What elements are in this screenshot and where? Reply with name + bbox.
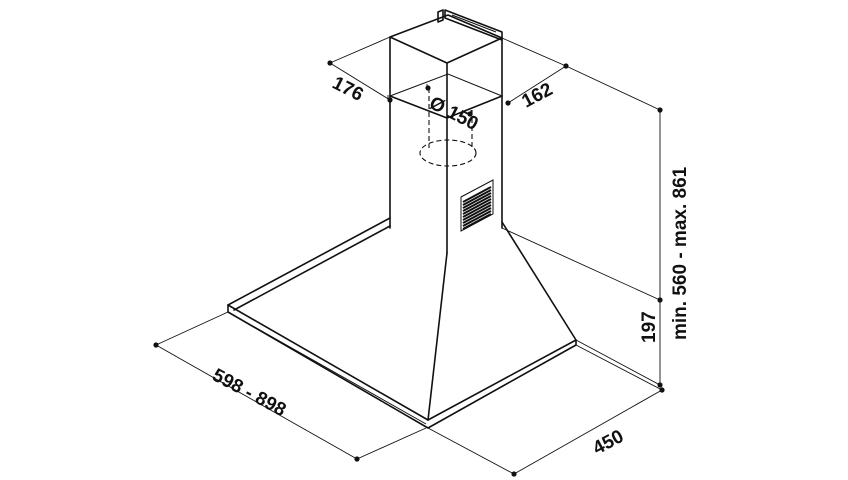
dim-162-line xyxy=(507,65,567,104)
dim-width-ext-left xyxy=(155,311,229,346)
dim-depth-line xyxy=(513,389,663,475)
grille-slat xyxy=(462,198,492,215)
grille-slat xyxy=(462,201,492,218)
dim-depth-ext-left xyxy=(427,427,515,475)
bracket-slot xyxy=(451,14,497,33)
dim-height-end-bottom xyxy=(657,382,663,388)
dim-176-end-a xyxy=(327,60,333,66)
grille-slat xyxy=(462,189,492,206)
label-canopy-height: 197 xyxy=(639,311,660,343)
chimney-joint-line xyxy=(389,95,503,119)
dim-176-line xyxy=(329,62,391,101)
chimney-joint-back xyxy=(389,73,503,97)
canopy xyxy=(227,217,577,429)
vent-grille-icon xyxy=(460,179,494,232)
dim-width-ext-right xyxy=(356,427,427,460)
dim-depth-end-b xyxy=(659,387,665,393)
dim-176-ext-top xyxy=(329,36,391,64)
label-hood-depth: 450 xyxy=(589,426,627,459)
canopy-base-inner xyxy=(227,311,427,425)
duct-ellipse xyxy=(419,139,477,167)
grille-slat xyxy=(462,192,492,209)
grille-slat xyxy=(462,195,492,212)
dim-height-end-top xyxy=(657,107,663,113)
grille-slat xyxy=(462,186,492,203)
grille-slat xyxy=(462,210,492,227)
bracket-clip xyxy=(437,9,444,23)
canopy-front-edge xyxy=(427,252,448,421)
canopy-right-edge xyxy=(501,221,577,341)
label-duct-diameter: Ø 150 xyxy=(426,93,482,135)
bracket xyxy=(444,9,503,41)
grille-slat xyxy=(462,207,492,224)
dim-176-end-b xyxy=(387,97,393,103)
dim-depth-ext-right xyxy=(575,344,663,391)
dim-width-end-b xyxy=(354,456,360,462)
dimension-lines xyxy=(153,36,665,477)
grille-slat xyxy=(462,204,492,221)
canopy-left-back-edge xyxy=(227,217,391,306)
dim-height-ext-top xyxy=(565,65,661,111)
chimney xyxy=(389,9,503,254)
label-width-range: 598 - 898 xyxy=(209,365,290,421)
label-chimney-depth: 176 xyxy=(329,73,367,106)
chimney-top-outline xyxy=(389,14,503,64)
dim-162-ext-top xyxy=(501,37,567,67)
dim-height-ext-mid xyxy=(501,227,661,301)
dim-width-end-a xyxy=(153,342,159,348)
dim-height-ext-bottom xyxy=(575,339,661,386)
dim-width-line xyxy=(155,344,358,460)
dim-162-end-b xyxy=(505,100,511,106)
dim-depth-end-a xyxy=(511,471,517,477)
duct xyxy=(419,88,477,167)
dimension-labels: 176 162 Ø 150 598 - 898 450 197 min. 560… xyxy=(209,73,691,460)
grille-outline xyxy=(460,179,494,232)
canopy-left-inner xyxy=(233,225,391,311)
label-total-height: min. 560 - max. 861 xyxy=(670,166,691,340)
dim-height-end-mid xyxy=(657,297,663,303)
grille-slat xyxy=(462,213,492,230)
dim-150-end-a xyxy=(425,85,431,91)
dim-150-end-b xyxy=(467,111,473,117)
label-chimney-width: 162 xyxy=(518,79,556,112)
